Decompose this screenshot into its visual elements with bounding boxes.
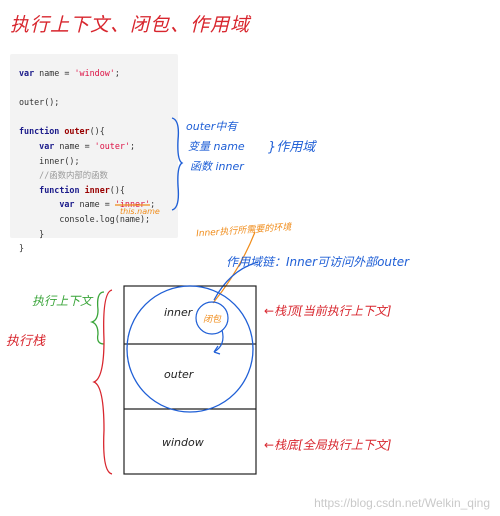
inner-scope-circle [195, 301, 229, 335]
lookup-arrow [213, 329, 224, 353]
code-token: function [39, 184, 80, 195]
code-token: 'outer' [94, 140, 130, 151]
code-token: name = [34, 68, 75, 78]
page-title: 执行上下文、闭包、作用域 [10, 14, 251, 36]
stack-frame-window: window [162, 436, 204, 449]
code-line: var name = 'inner'; [19, 197, 155, 212]
code-token: //函数内部的函数 [39, 170, 108, 181]
note-outer-func: 函数 inner [190, 160, 244, 173]
stack-brace [92, 289, 113, 475]
note-scope-chain: 作用域链：Inner可访问外部outer [226, 255, 410, 269]
code-line: //函数内部的函数 [19, 168, 155, 183]
code-panel: var name = 'window'; outer(); function o… [10, 54, 178, 253]
code-token: } [19, 243, 25, 254]
note-scope: }作用域 [268, 140, 316, 155]
code-line: var name = 'window'; [19, 66, 155, 81]
code-line: console.log(name); [19, 212, 155, 227]
note-stack-top: ←栈顶[当前执行上下文] [264, 304, 392, 318]
code-token: var [39, 140, 55, 151]
code-token: 'window' [74, 68, 115, 78]
code-token: (){ [89, 126, 105, 137]
code-line: } [19, 241, 155, 256]
code-token: ; [129, 140, 135, 151]
code-token: outer [64, 126, 90, 137]
note-exec-stack: 执行栈 [6, 334, 46, 349]
code-token: var [19, 68, 35, 78]
scope-brace [171, 117, 184, 211]
code-line: outer(); [19, 95, 155, 110]
note-exec-context: 执行上下文 [32, 294, 93, 308]
note-outer-var: 变量 name [188, 140, 245, 153]
code-token: (){ [109, 184, 125, 195]
code-token: name = [74, 199, 115, 210]
code-line: var name = 'outer'; [19, 139, 155, 154]
outer-scope-circle [126, 285, 254, 413]
code-token: 'inner' [114, 199, 151, 210]
watermark: https://blog.csdn.net/Welkin_qing [314, 496, 490, 510]
code-token: outer(); [19, 97, 60, 108]
code-token: var [59, 199, 75, 210]
code-line: function outer(){ [19, 124, 155, 139]
context-brace [89, 291, 105, 345]
code-line: function inner(){ [19, 183, 155, 198]
note-closure: 闭包 [203, 315, 222, 325]
code-token: } [19, 228, 45, 239]
note-stack-bottom: ←栈底[全局执行上下文] [264, 438, 392, 452]
code-token: name = [54, 140, 95, 151]
scope-chain-arrow [213, 261, 259, 301]
code-token: ; [114, 68, 120, 78]
stack-frame-outer: outer [164, 368, 194, 381]
code-token: inner(); [19, 155, 80, 166]
code-token: inner [84, 184, 110, 195]
code-line: inner(); [19, 154, 155, 169]
code-token: function [19, 126, 60, 137]
note-outer-has: outer中有 [186, 120, 238, 133]
stack-frame-inner: inner [164, 306, 193, 319]
note-this-name: this.name [120, 207, 160, 216]
closure-arrow [212, 231, 256, 304]
code-line: } [19, 227, 155, 242]
code-block: var name = 'window'; outer(); function o… [19, 66, 155, 256]
code-token: ; [150, 199, 156, 210]
code-token: console.log(name); [19, 213, 151, 224]
